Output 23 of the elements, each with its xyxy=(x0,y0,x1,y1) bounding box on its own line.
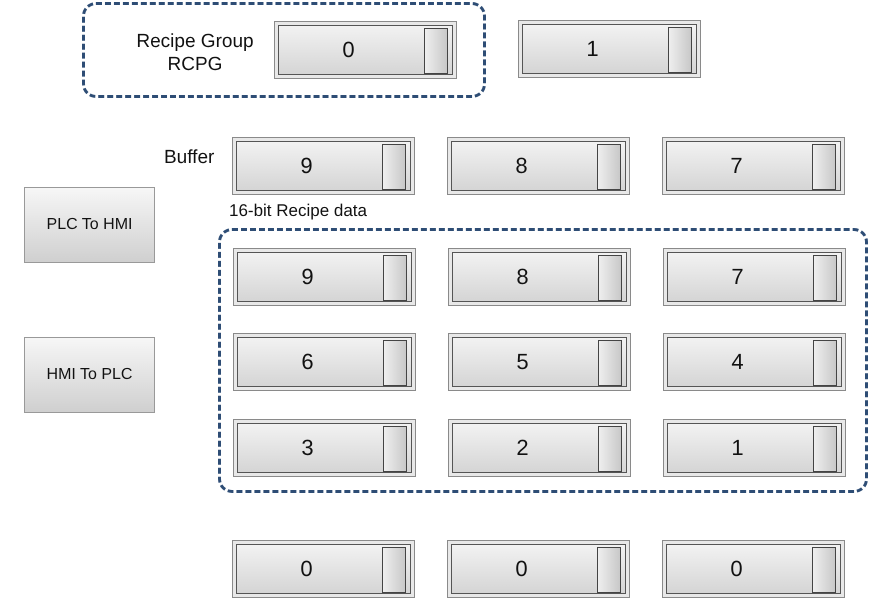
numeric-display: 2 xyxy=(448,419,631,477)
numeric-display: 4 xyxy=(663,333,846,391)
numeric-display: 6 xyxy=(233,333,416,391)
numeric-display: 1 xyxy=(663,419,846,477)
numeric-display: 9 xyxy=(232,137,415,195)
numeric-display: 8 xyxy=(447,137,630,195)
command-button: PLC To HMI xyxy=(24,187,155,263)
group-label: 16-bit Recipe data xyxy=(229,201,368,222)
numeric-display: 8 xyxy=(448,248,631,306)
numeric-display: 0 xyxy=(274,21,457,79)
field-label: Buffer xyxy=(164,147,214,169)
numeric-display: 9 xyxy=(233,248,416,306)
numeric-display: 0 xyxy=(447,540,630,598)
numeric-display: 0 xyxy=(232,540,415,598)
command-button: HMI To PLC xyxy=(24,337,155,413)
numeric-display: 1 xyxy=(518,20,701,78)
numeric-display: 3 xyxy=(233,419,416,477)
dashed-group-frame xyxy=(82,2,486,98)
numeric-display: 0 xyxy=(662,540,845,598)
group-label: Recipe Group RCPG xyxy=(135,31,255,77)
numeric-display: 5 xyxy=(448,333,631,391)
numeric-display: 7 xyxy=(663,248,846,306)
numeric-display: 7 xyxy=(662,137,845,195)
